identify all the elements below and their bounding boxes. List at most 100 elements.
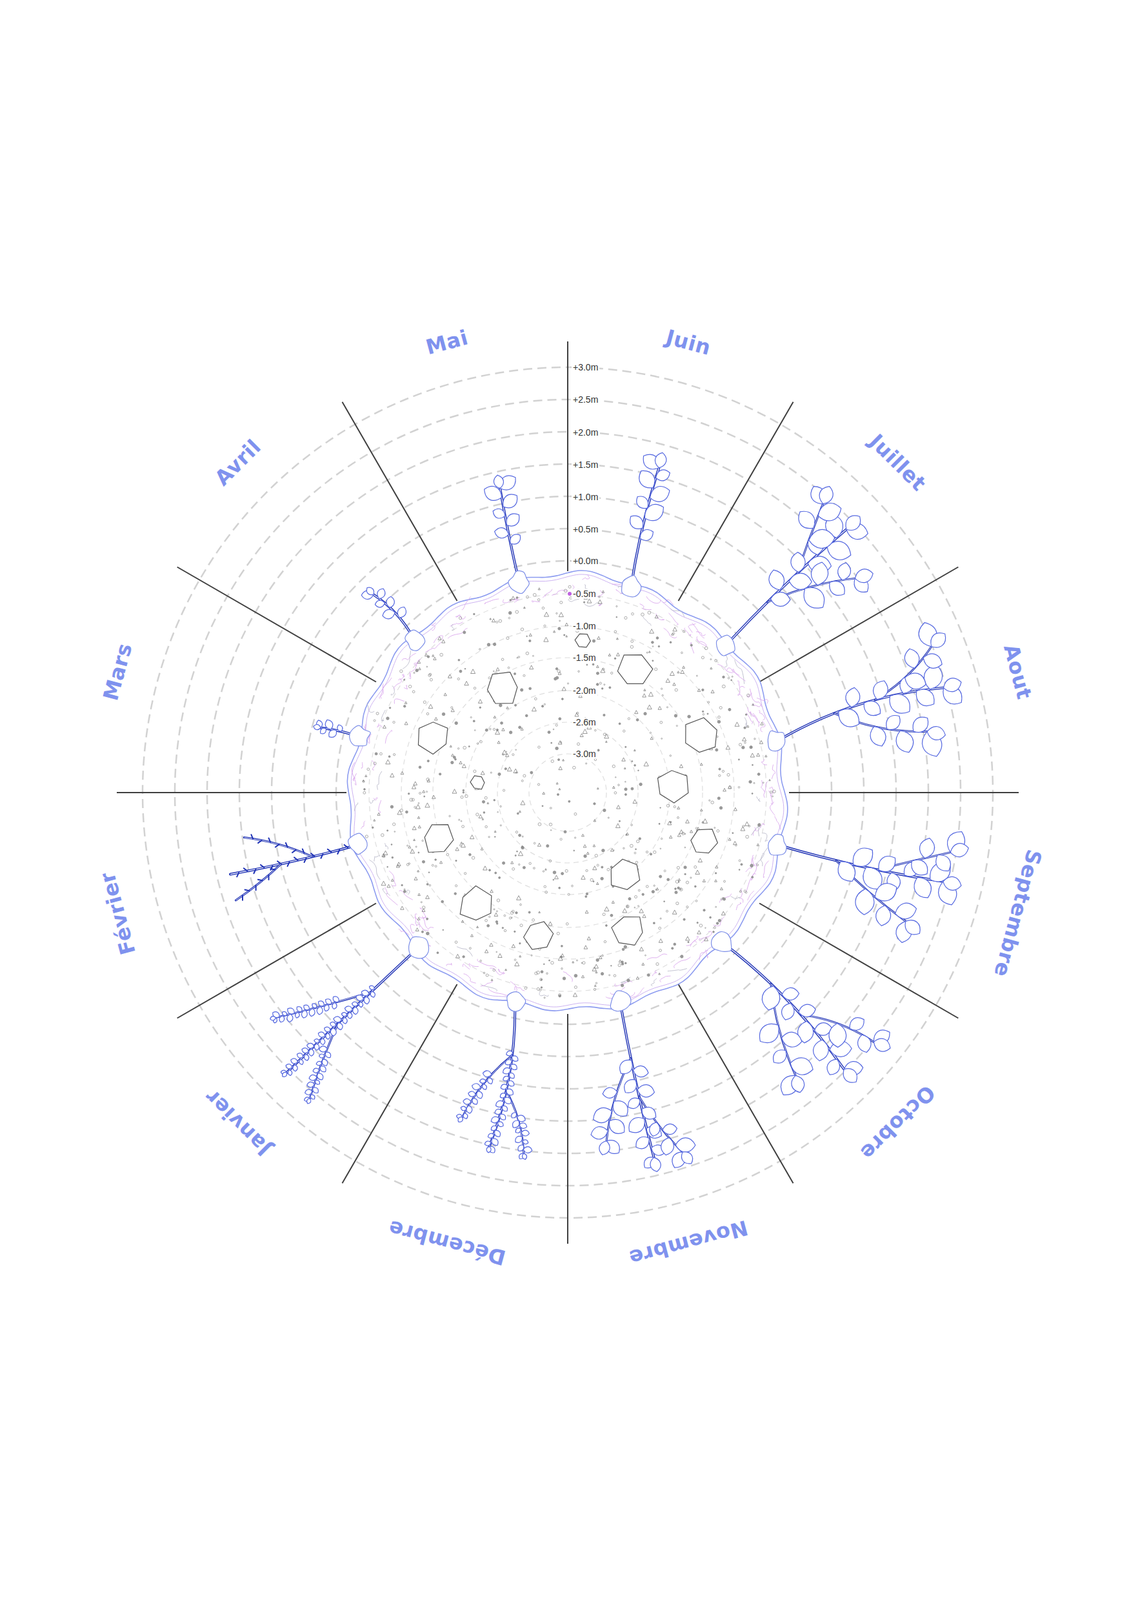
gravel-grain: [654, 614, 659, 619]
gravel-grain: [399, 669, 403, 673]
gravel-grain: [674, 688, 678, 691]
gravel-grain: [714, 827, 716, 829]
gravel-grain: [454, 884, 457, 887]
gravel-grain: [666, 706, 668, 708]
gravel-grain: [462, 791, 465, 794]
gravel-grain: [578, 670, 580, 673]
gravel-grain: [672, 632, 675, 635]
leaf: [506, 1078, 516, 1088]
root-line: [369, 859, 380, 880]
gravel-grain: [428, 703, 433, 708]
root-line: [510, 980, 525, 991]
gravel-grain: [391, 856, 394, 859]
gravel-grain: [681, 831, 685, 835]
gravel-grain: [747, 693, 750, 697]
gravel-grain: [733, 807, 737, 811]
gravel-grain: [409, 798, 413, 802]
gravel-grain: [515, 830, 518, 833]
plant-stem-core: [479, 1003, 528, 1148]
leaf: [825, 576, 850, 599]
gravel-grain: [470, 669, 476, 674]
leaf: [659, 1136, 675, 1156]
gravel-grain: [455, 859, 457, 861]
leaf: [892, 727, 917, 755]
gravel-grain: [489, 727, 492, 730]
gravel-grain: [604, 733, 610, 739]
gravel-grain: [621, 757, 626, 761]
gravel-grain: [676, 901, 679, 905]
soil-inner-outline: [350, 574, 784, 1007]
gravel-grain: [530, 770, 533, 774]
root-line: [409, 672, 411, 679]
month-divider: [759, 567, 959, 682]
month-label: Avril: [210, 435, 266, 491]
gravel-grain: [756, 843, 760, 846]
gravel-grain: [618, 959, 622, 962]
gravel-grain: [541, 805, 544, 807]
height-label: -2.0m: [571, 685, 598, 696]
gravel-grain: [747, 725, 750, 728]
gravel-grain: [679, 763, 683, 768]
gravel-grain: [750, 863, 754, 868]
leaf: [589, 1124, 610, 1141]
gravel-grain: [646, 651, 648, 653]
gravel-grain: [610, 965, 613, 967]
plant-stem-core: [588, 1058, 649, 1141]
leaf: [769, 1045, 790, 1066]
gravel-grain: [488, 676, 491, 679]
gravel-grain: [413, 838, 416, 841]
gravel-grain: [612, 785, 615, 788]
height-ring: [303, 528, 832, 1057]
gravel-grain: [658, 645, 660, 647]
leaf: [902, 669, 929, 692]
gravel-grain: [426, 883, 429, 886]
plant-stem-core: [287, 1022, 362, 1099]
gravel-grain: [697, 688, 701, 691]
month-divider: [177, 567, 377, 682]
root-line: [458, 615, 466, 619]
root-line: [433, 635, 443, 643]
root-line: [463, 973, 477, 983]
gravel-grain: [741, 745, 745, 749]
leaf: [523, 1145, 533, 1153]
root-line: [451, 624, 455, 631]
gravel-grain: [612, 764, 615, 768]
gravel-grain: [476, 812, 479, 816]
gravel-grain: [585, 892, 589, 895]
gravel-grain: [401, 883, 403, 886]
soil-outline: [347, 570, 788, 1011]
root-line: [351, 761, 357, 785]
leaf: [859, 696, 884, 720]
gravel-grain: [720, 898, 723, 900]
root-line: [377, 723, 383, 728]
gravel-grain: [745, 834, 750, 839]
plant-stems: [456, 998, 559, 1155]
gravel-grain: [655, 888, 657, 890]
gravel-grain: [611, 900, 615, 904]
gravel-grain: [408, 862, 411, 865]
gravel-grain: [458, 616, 462, 619]
gravel-grain: [634, 851, 637, 854]
root-line: [381, 709, 386, 721]
month-divider: [567, 1013, 569, 1244]
gravel-grain: [528, 910, 531, 913]
gravel-grain: [559, 600, 563, 604]
root-line: [749, 688, 762, 707]
stone: [459, 885, 492, 920]
gravel-grain: [598, 599, 602, 604]
root-line: [734, 659, 745, 684]
gravel-grain: [450, 706, 453, 709]
gravel-grain: [363, 790, 366, 794]
gravel-grain: [634, 749, 637, 751]
gravel-grain: [665, 678, 670, 682]
gravel-grain: [694, 865, 697, 868]
plant: [449, 984, 570, 1164]
leaf: [502, 1094, 513, 1106]
gravel-grain: [515, 610, 519, 614]
gravel-grain: [476, 925, 479, 928]
gravel-grain: [583, 945, 588, 949]
gravel-grain: [715, 905, 717, 908]
plant-leaves: [243, 947, 400, 1106]
gravel-grain: [590, 878, 593, 881]
gravel-grain: [623, 945, 628, 949]
